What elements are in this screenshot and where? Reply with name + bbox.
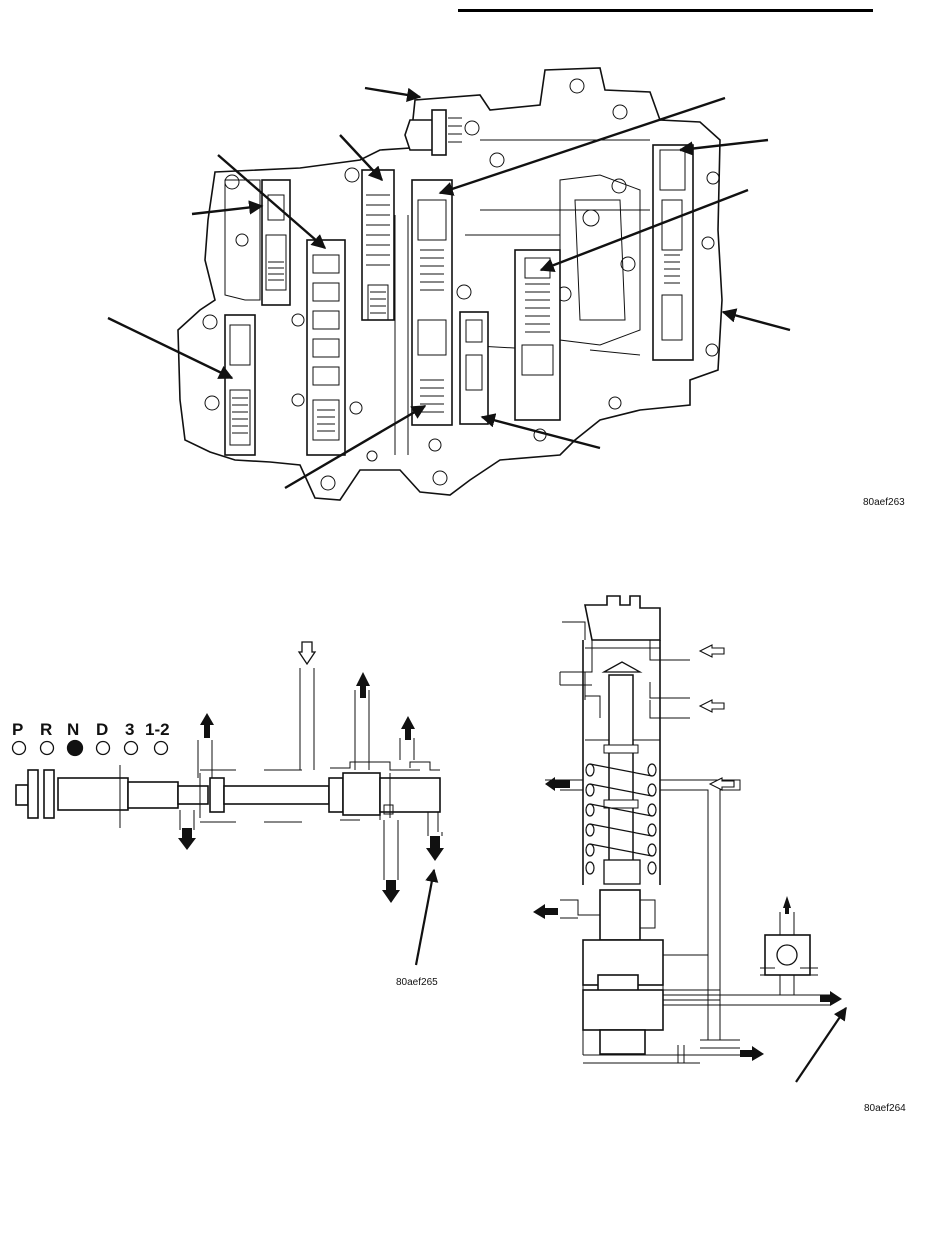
shift-label-1-2: 1-2 — [145, 720, 170, 740]
flow-arrow-out-right — [820, 991, 842, 1006]
flow-arrow-up — [783, 896, 791, 914]
figure-code-regulator-valve: 80aef264 — [864, 1103, 906, 1114]
flow-arrows-in — [700, 645, 734, 790]
shift-label-p: P — [12, 720, 23, 740]
flow-arrow-out-right — [740, 1046, 764, 1061]
callout-leader — [796, 1008, 846, 1082]
regulator-spool — [586, 662, 656, 884]
check-ball — [760, 912, 818, 995]
shift-label-3: 3 — [125, 720, 134, 740]
flow-arrow-out-left — [533, 904, 558, 919]
shift-label-n: N — [67, 720, 79, 740]
flow-arrow-out-left — [545, 777, 570, 791]
flow-arrow-in — [700, 645, 724, 657]
shift-label-d: D — [96, 720, 108, 740]
figure-code-manual-valve: 80aef265 — [396, 977, 438, 988]
shift-label-r: R — [40, 720, 52, 740]
lower-valve — [560, 890, 830, 1063]
flow-arrow-in — [700, 700, 724, 712]
flow-arrows — [533, 777, 842, 1061]
figure-code-valve-body: 80aef263 — [863, 497, 905, 508]
